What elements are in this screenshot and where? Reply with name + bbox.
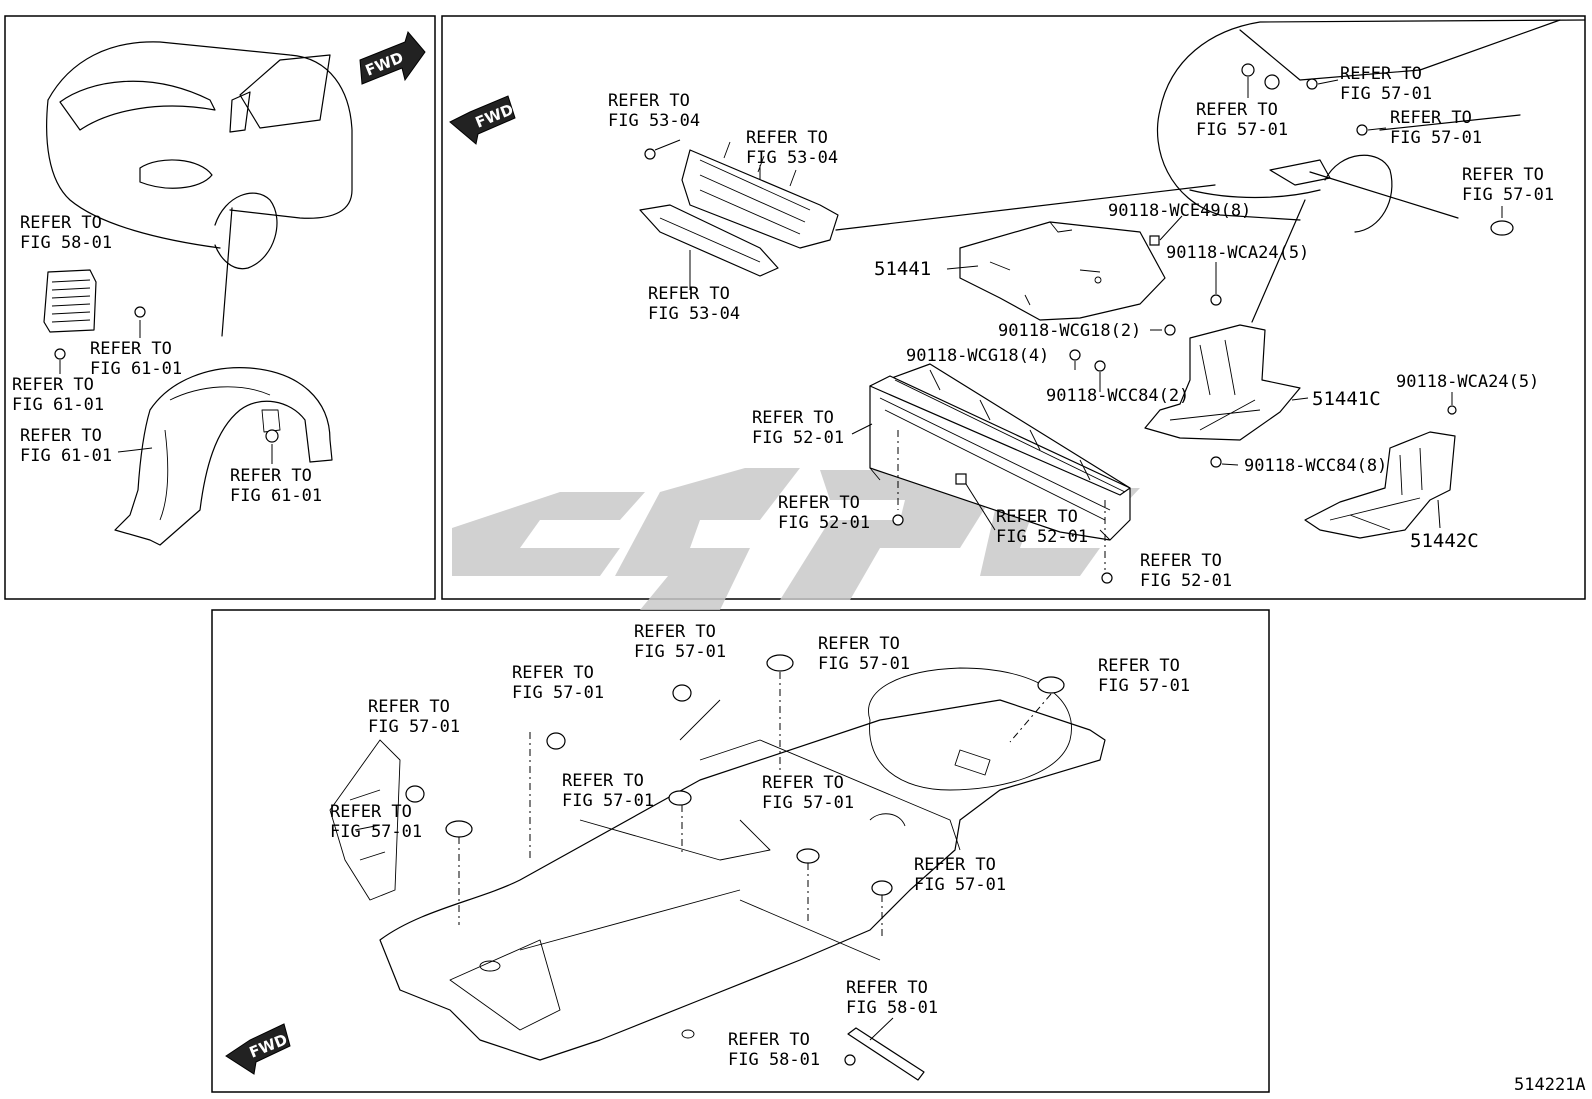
part-number-label: 90118-WCC84(2)	[1046, 386, 1189, 406]
clip-fastener	[1356, 124, 1368, 136]
side-under-cover-51441c	[1144, 324, 1301, 441]
grommet-fastener	[672, 684, 692, 702]
part-number-label: 51441	[874, 258, 931, 280]
bolt-fastener	[1069, 349, 1081, 361]
part-number-label: 51441C	[1312, 388, 1381, 410]
clip-fastener	[1101, 572, 1113, 584]
part-number-label: 90118-WCA24(5)	[1396, 372, 1539, 392]
vent-grille	[43, 269, 97, 333]
fwd-arrow-bottom: FWD	[225, 1023, 291, 1075]
engine-under-cover-51441	[959, 221, 1166, 321]
bolt-fastener	[1149, 235, 1160, 246]
bolt-fastener	[1094, 360, 1106, 372]
clip-fastener	[265, 429, 279, 443]
grommet-fastener	[871, 880, 893, 896]
part-number-label: 90118-WCA24(5)	[1166, 243, 1309, 263]
rear-fender-liner	[114, 367, 333, 546]
bolt-fastener	[1164, 324, 1176, 336]
clip-fastener	[54, 348, 66, 360]
part-number-label: 90118-WCE49(8)	[1108, 201, 1251, 221]
bolt-fastener	[1210, 294, 1222, 306]
fwd-arrow-top-right: FWD	[449, 95, 516, 145]
clip-fastener	[644, 148, 656, 160]
clip-fastener	[1306, 78, 1318, 90]
grommet-fastener	[546, 732, 566, 750]
bolt-fastener	[844, 1054, 856, 1066]
lower-radiator-bracket	[639, 204, 779, 277]
grommet-fastener	[445, 820, 473, 838]
grommet-fastener	[405, 785, 425, 803]
panel-floor-under-cover	[211, 609, 1270, 1093]
rear-car-outline	[46, 41, 353, 337]
floor-under-cover	[329, 667, 1106, 1061]
part-number-label: 90118-WCC84(8)	[1244, 456, 1387, 476]
grommet-fastener	[796, 848, 820, 864]
grommet-fastener	[766, 654, 794, 672]
front-bumper-reinforcement	[869, 363, 1131, 541]
side-sill-strip	[847, 1027, 925, 1081]
clip-fastener	[892, 514, 904, 526]
panel-rear-fender-liner	[4, 15, 436, 600]
grommet-fastener	[1037, 676, 1065, 694]
clip-fastener	[1241, 63, 1255, 77]
diagram-id: 514221A	[1514, 1075, 1586, 1095]
clip-fastener	[134, 306, 146, 318]
fwd-arrow-top-left: FWD	[359, 30, 426, 85]
bolt-fastener	[1210, 456, 1222, 468]
front-car-outline	[835, 19, 1586, 323]
grommet-fastener	[668, 790, 692, 806]
side-under-cover-51442c	[1304, 431, 1456, 539]
part-number-labels: 51441 51441C 51442C 90118-WCE49(8) 90118-WCA…	[874, 201, 1539, 552]
bolt-fastener	[1447, 405, 1457, 415]
part-number-label: 90118-WCG18(2)	[998, 321, 1141, 341]
radiator-support-bracket	[681, 141, 839, 249]
part-number-label: 51442C	[1410, 530, 1479, 552]
part-number-label: 90118-WCG18(4)	[906, 346, 1049, 366]
clip-fastener	[1264, 74, 1280, 90]
clip-fastener	[955, 473, 967, 485]
grommet-fastener	[1490, 220, 1514, 236]
panel-front-under-cover	[441, 15, 1586, 600]
